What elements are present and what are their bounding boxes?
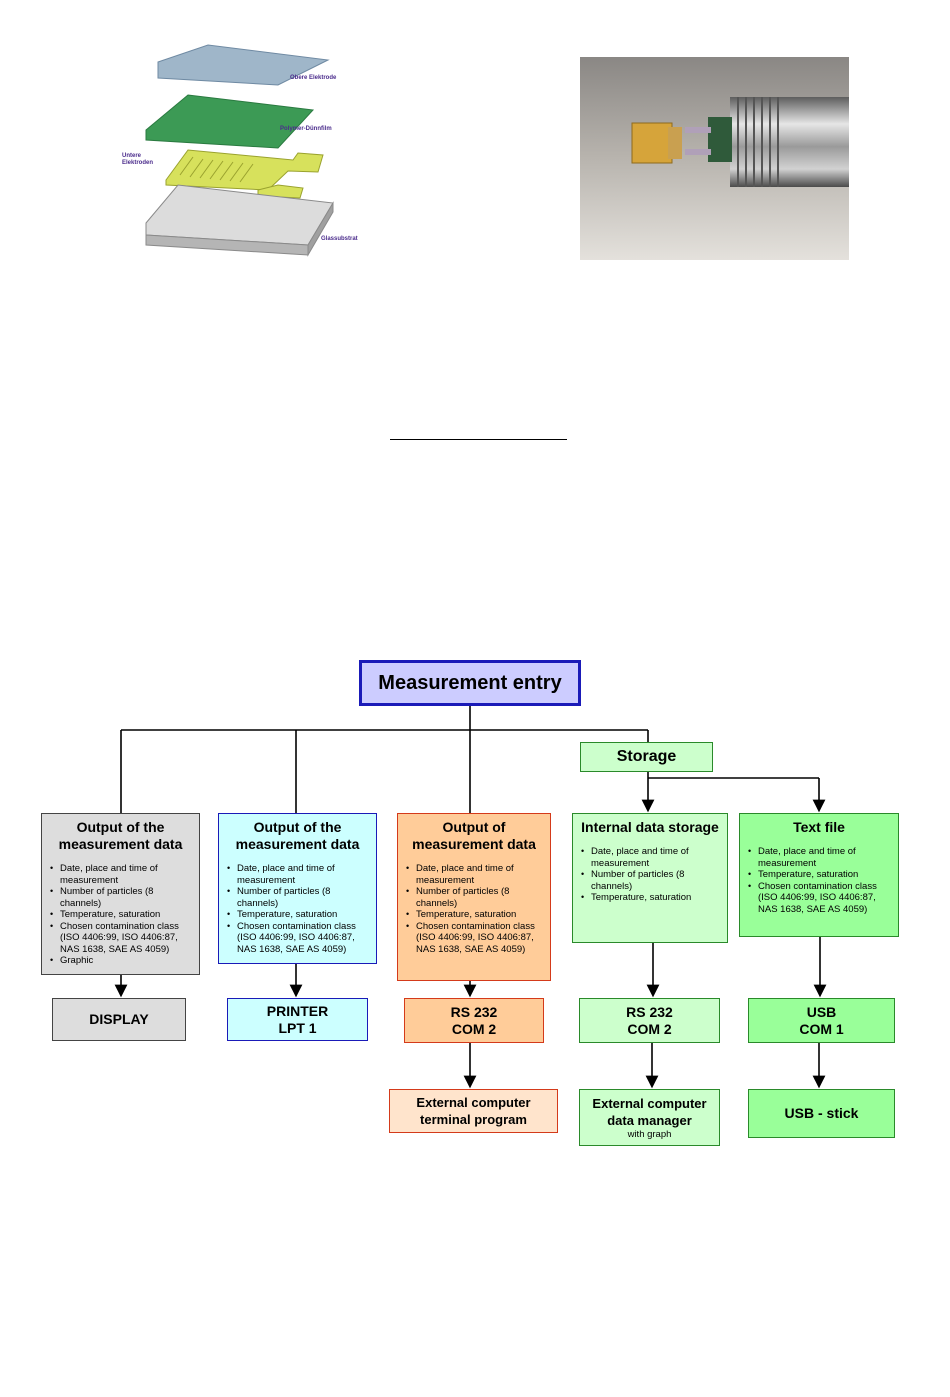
measurement-entry-box: Measurement entry <box>359 660 581 706</box>
storage-box: Storage <box>580 742 713 772</box>
external-terminal-label: External computer <box>416 1095 531 1110</box>
label-glass-substrate: Glassubstrat <box>321 236 358 242</box>
list-item: Temperature, saturation <box>748 869 894 881</box>
list-item: Chosen contamination class (ISO 4406:99,… <box>406 921 546 956</box>
list-item: Number of particles (8 channels) <box>581 869 723 892</box>
text-file-box: Text file Date, place and time of measur… <box>739 813 899 937</box>
usb-port-label: COM 1 <box>799 1020 844 1037</box>
list-item: Date, place and time of measurement <box>581 846 723 869</box>
rs232-terminal-label: RS 232 <box>450 1003 498 1020</box>
rs232-terminal-device-box: RS 232 COM 2 <box>404 998 544 1043</box>
output-printer-box: Output of the measurement data Date, pla… <box>218 813 377 964</box>
list-item: Temperature, saturation <box>227 909 372 921</box>
internal-storage-box: Internal data storage Date, place and ti… <box>572 813 728 943</box>
list-item: Graphic <box>50 955 195 967</box>
list-item: Date, place and time of measurement <box>50 863 195 886</box>
external-datamanager-box: External computer data manager with grap… <box>579 1089 720 1146</box>
text-file-title: Text file <box>793 819 845 835</box>
external-terminal-program-label: terminal program <box>420 1112 527 1127</box>
rs232-datamanager-port-label: COM 2 <box>627 1020 672 1037</box>
printer-port-label: LPT 1 <box>278 1019 317 1036</box>
display-device-label: DISPLAY <box>89 1011 149 1027</box>
usb-stick-label: USB - stick <box>784 1105 859 1121</box>
label-polymer-film: Polymer-Dünnfilm <box>280 126 332 132</box>
output-display-title: Output of the measurement data <box>58 819 183 852</box>
list-item: Temperature, saturation <box>406 909 546 921</box>
list-item: Date, place and time of measurement <box>227 863 372 886</box>
list-item: Number of particles (8 channels) <box>50 886 195 909</box>
heading-underline <box>390 439 567 440</box>
printer-device-box: PRINTER LPT 1 <box>227 998 368 1041</box>
printer-device-label: PRINTER <box>266 1002 329 1019</box>
text-file-list: Date, place and time of measurement Temp… <box>740 846 898 915</box>
list-item: Chosen contamination class (ISO 4406:99,… <box>50 921 195 956</box>
list-item: Date, place and time of measurement <box>406 863 546 886</box>
display-device-box: DISPLAY <box>52 998 186 1041</box>
usb-device-box: USB COM 1 <box>748 998 895 1043</box>
output-display-box: Output of the measurement data Date, pla… <box>41 813 200 975</box>
output-display-list: Date, place and time of measurement Numb… <box>42 863 199 967</box>
internal-storage-list: Date, place and time of measurement Numb… <box>573 846 727 904</box>
list-item: Chosen contamination class (ISO 4406:99,… <box>748 881 894 916</box>
output-rs232-list: Date, place and time of measurement Numb… <box>398 863 550 955</box>
rs232-datamanager-device-box: RS 232 COM 2 <box>579 998 720 1043</box>
list-item: Temperature, saturation <box>581 892 723 904</box>
external-terminal-box: External computer terminal program <box>389 1089 558 1133</box>
label-upper-electrode: Obere Elektrode <box>290 75 337 81</box>
rs232-terminal-port-label: COM 2 <box>451 1020 497 1037</box>
usb-device-label: USB <box>806 1003 837 1020</box>
output-rs232-box: Output of measurement data Date, place a… <box>397 813 551 981</box>
internal-storage-title: Internal data storage <box>581 819 719 835</box>
usb-stick-box: USB - stick <box>748 1089 895 1138</box>
list-item: Number of particles (8 channels) <box>227 886 372 909</box>
output-printer-list: Date, place and time of measurement Numb… <box>219 863 376 955</box>
output-printer-title: Output of the measurement data <box>235 819 360 852</box>
output-rs232-title: Output of measurement data <box>412 819 536 852</box>
external-datamanager-note: with graph <box>627 1129 672 1140</box>
list-item: Chosen contamination class (ISO 4406:99,… <box>227 921 372 956</box>
list-item: Number of particles (8 channels) <box>406 886 546 909</box>
list-item: Temperature, saturation <box>50 909 195 921</box>
external-datamanager-sub-label: data manager <box>607 1113 692 1128</box>
list-item: Date, place and time of measurement <box>748 846 894 869</box>
storage-label: Storage <box>616 748 677 765</box>
sensor-probe-photo <box>580 57 849 260</box>
rs232-datamanager-label: RS 232 <box>626 1003 673 1020</box>
measurement-entry-label: Measurement entry <box>378 671 562 694</box>
external-datamanager-label: External computer <box>592 1096 707 1111</box>
